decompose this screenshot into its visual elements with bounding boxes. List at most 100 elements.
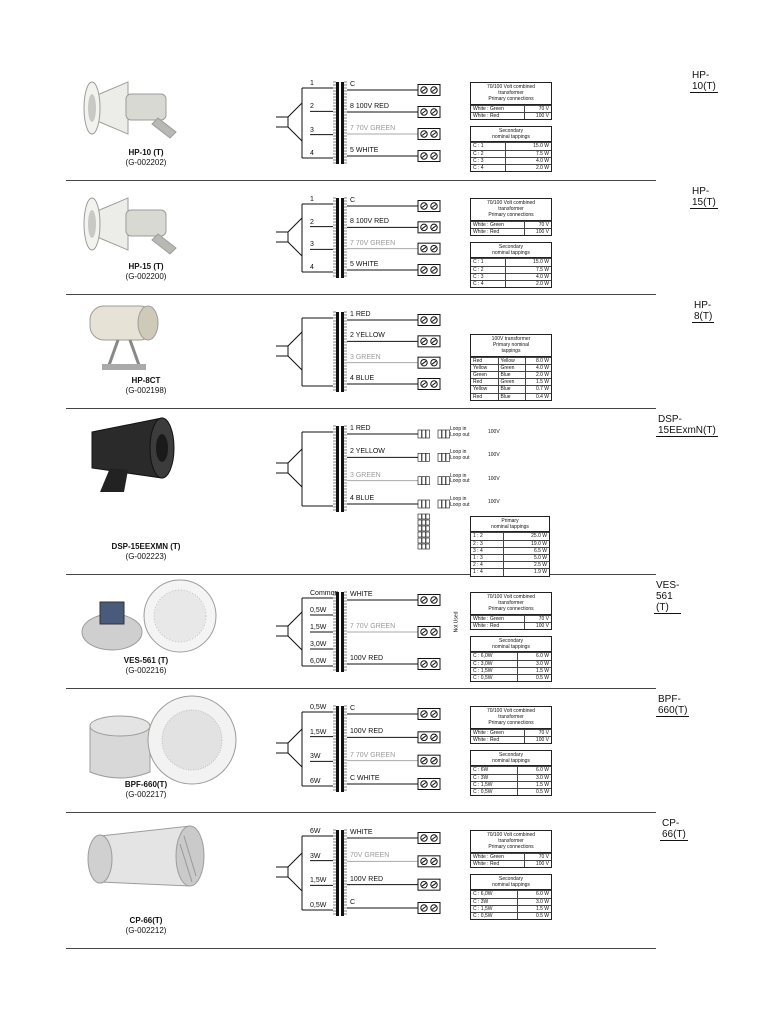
product-name: CP-66(T) (129, 916, 163, 925)
table-cell: 3 : 4 (471, 546, 504, 555)
table-cell: 70 V (523, 852, 551, 861)
table-cell: C : 4 (471, 280, 506, 288)
table-header-line: transformer (498, 206, 524, 213)
wire-label: 100V RED (350, 875, 384, 883)
table-header-line: 70/100 Volt combined (486, 84, 536, 90)
table-header-line: transformer (498, 600, 524, 607)
loop-out: Loop out (450, 501, 470, 508)
product-code: (G-002202) (125, 158, 167, 167)
table-cell: 15.0 W (504, 258, 551, 267)
wire-label: 7 70V GREEN (350, 125, 396, 132)
wiring-diagram (276, 591, 441, 672)
tap-label: 4 (310, 264, 314, 271)
loop-out: Loop out (450, 431, 470, 438)
product-photo (66, 64, 266, 180)
table-cell: 4.0 W (525, 363, 551, 372)
loop-voltage: 100V (488, 499, 500, 505)
table-cell: C : 1,5W (471, 666, 518, 675)
table-cell: 8.0 W (525, 356, 551, 365)
wire-label: WHITE (350, 591, 373, 598)
wire-label: 5 WHITE (350, 147, 379, 154)
tap-label: 0,5W (310, 902, 327, 909)
product-name: VES-561 (T) (123, 656, 169, 665)
product-photo (66, 408, 266, 574)
table-cell: C : 1 (471, 258, 506, 267)
table-cell: White : Red (471, 227, 525, 236)
table-cell: 0.7 W (525, 385, 551, 394)
product-photo (66, 574, 266, 688)
table-cell: C : 1,5W (471, 904, 518, 913)
table-cell: 2.0 W (504, 164, 551, 172)
wiring-diagram (276, 829, 441, 916)
wiring-diagram (276, 705, 441, 792)
tap-label: Common (310, 590, 339, 597)
wire-label: 4 BLUE (350, 495, 375, 502)
table-cell: White : Green (471, 728, 525, 737)
table-cell: Red (471, 392, 498, 400)
wire-label: 2 YELLOW (350, 332, 385, 340)
table-cell: White : Red (471, 111, 525, 120)
table-cell: 1.5 W (516, 666, 551, 675)
table-cell: White : Red (471, 621, 525, 630)
table-cell: C : 3,0W (471, 659, 518, 668)
table-header-line: nominal tappings (491, 524, 529, 531)
table-cell: 1 : 4 (471, 568, 504, 576)
table-cell: Blue (497, 392, 526, 400)
table-cell: White : Green (471, 220, 525, 229)
table-cell: 1.5 W (525, 378, 551, 386)
table-cell: 4.0 W (504, 272, 551, 281)
wire-label: C WHITE (350, 775, 380, 782)
table-cell: 3.0 W (516, 773, 551, 782)
wiring-diagram (276, 425, 450, 550)
table-cell: C : 1 (471, 142, 506, 151)
wire-label: 70V GREEN (350, 852, 390, 860)
table-header-line: nominal tappings (492, 882, 530, 889)
table-header-line: tappings (501, 348, 521, 355)
wire-label: 1 RED (350, 311, 371, 318)
product-photo (66, 812, 266, 948)
product-code: (G-002223) (125, 552, 167, 561)
table-header-line: Primary (501, 518, 519, 524)
wiring-diagram (276, 311, 441, 392)
table-cell: 0.5 W (516, 674, 551, 682)
table-cell: C : 6,0W (471, 890, 518, 899)
wire-label: C (350, 81, 356, 88)
product-code: (G-002212) (125, 926, 167, 935)
wiring-diagram (276, 81, 441, 164)
table-cell: C : 3 (471, 156, 506, 165)
tap-label: 1,5W (310, 624, 327, 631)
table-header-line: nominal tappings (492, 758, 530, 765)
table-cell: White : Green (471, 614, 525, 623)
table-header-line: Secondary (499, 244, 523, 250)
